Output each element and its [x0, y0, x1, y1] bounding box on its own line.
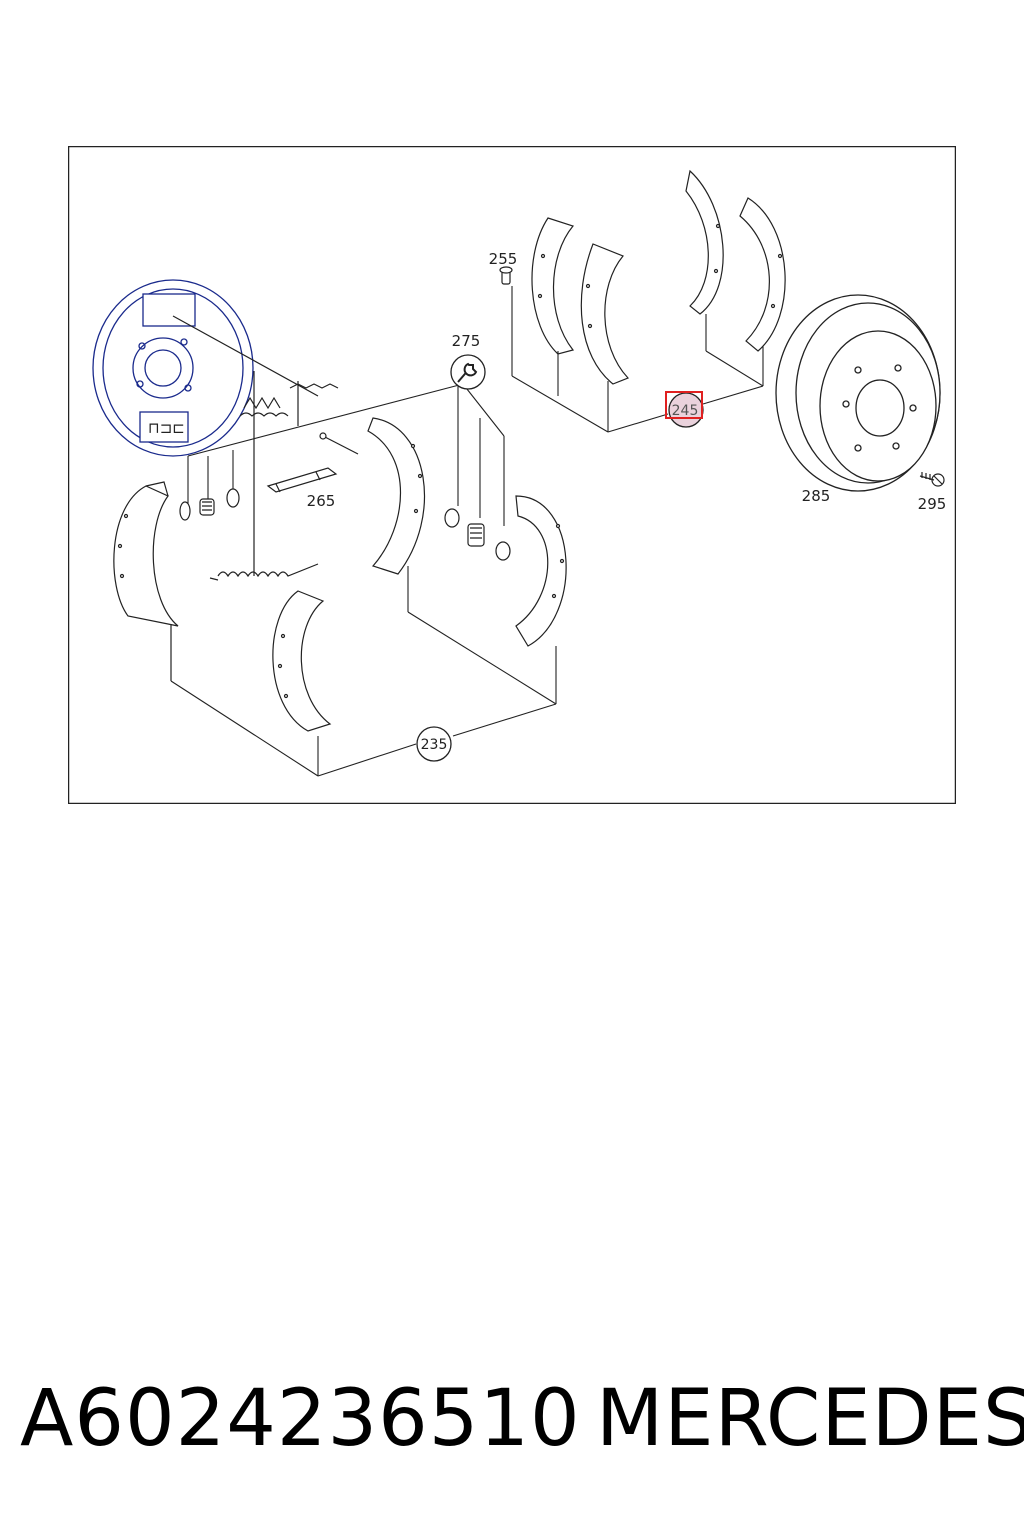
screw-295: [919, 472, 945, 487]
callout-245-label: 245: [672, 403, 699, 419]
leader-lines-245: [511, 286, 764, 433]
rivet-255: [499, 266, 513, 285]
diagram-border: [68, 146, 956, 804]
callout-265[interactable]: 265: [307, 492, 336, 510]
callout-245-highlight: [665, 391, 703, 419]
caption: A6024236510 MERCEDES: [0, 1360, 1024, 1480]
leader-lines-275: [187, 383, 505, 526]
brake-shoe-lower: [272, 590, 332, 732]
upper-springs: [172, 315, 339, 576]
brake-shoe-center: [367, 417, 426, 575]
parts-diagram: ⊓⊐⊏: [68, 146, 956, 804]
callout-275[interactable]: 275: [450, 332, 486, 390]
shoe-hardware-left: [179, 488, 240, 521]
shoe-hardware-right: [444, 508, 511, 561]
callout-235-label: 235: [421, 737, 448, 753]
callout-275-label: 275: [452, 332, 481, 350]
callout-295[interactable]: 295: [918, 495, 947, 513]
callout-235[interactable]: 235: [416, 726, 452, 762]
brake-shoe-left: [113, 481, 179, 681]
callout-285[interactable]: 285: [802, 487, 831, 505]
callout-255[interactable]: 255: [489, 250, 518, 268]
brake-shoe-right: [515, 495, 567, 647]
brand-name: MERCEDES: [596, 1374, 1024, 1464]
brake-drum-285: [775, 294, 941, 492]
backing-plate: ⊓⊐⊏: [92, 279, 254, 457]
wrench-icon: [457, 362, 478, 383]
part-number: A6024236510: [20, 1374, 581, 1464]
callout-245[interactable]: 245: [665, 391, 704, 428]
brake-linings: [531, 169, 786, 385]
lower-spring: [209, 563, 319, 581]
leader-lines-235: [170, 566, 557, 777]
svg-text:⊓⊐⊏: ⊓⊐⊏: [148, 419, 185, 437]
adjuster-265: [266, 432, 359, 493]
